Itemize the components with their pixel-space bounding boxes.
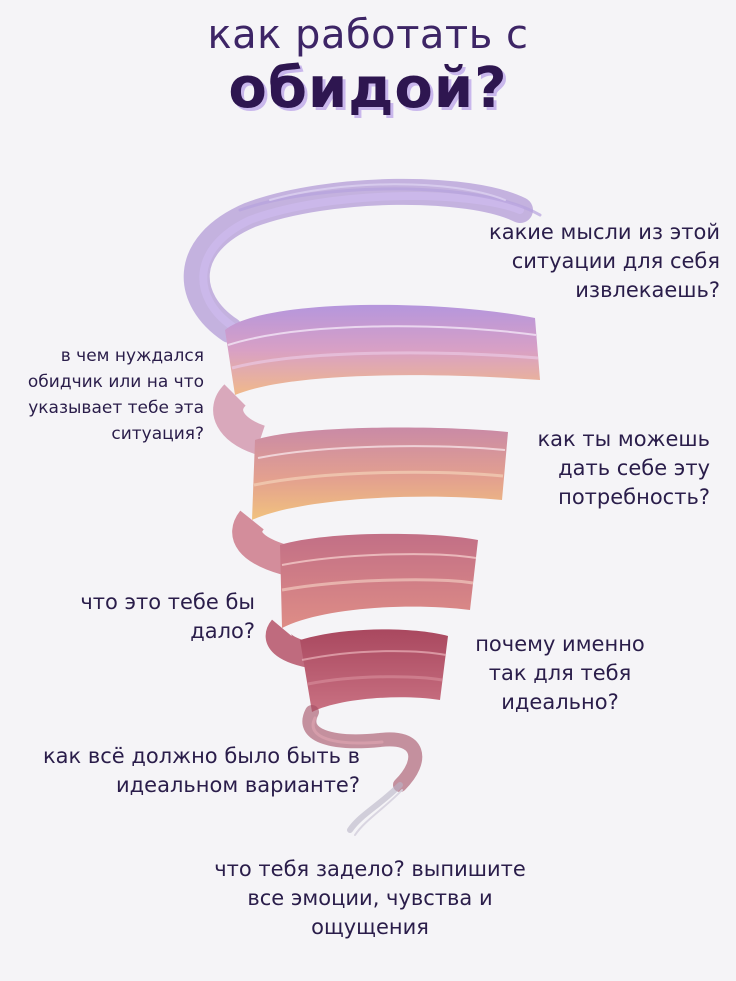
question-what-would-it-give: что это тебе бы дало? [80, 590, 255, 643]
spiral-tail [302, 705, 423, 836]
question-offender-need: в чем нуждался обидчик или на что указыв… [27, 346, 204, 444]
spiral-band-5 [300, 629, 448, 712]
page-title-line2: обидой? [228, 56, 508, 121]
spiral-band-2 [213, 304, 540, 455]
question-what-hurt: что тебя задело? выпишите все эмоции, чу… [214, 857, 526, 939]
spiral-loop-top [183, 178, 542, 343]
question-why-ideal: почему именно так для тебя идеально? [475, 632, 645, 714]
question-give-yourself: как ты можешь дать себе эту потребность? [537, 427, 710, 509]
question-ideal-variant: как всё должно было быть в идеальном вар… [42, 744, 360, 797]
page-title-line1: как работать с [207, 12, 529, 58]
spiral-band-3 [232, 427, 508, 575]
question-thoughts: какие мысли из этой ситуации для себя из… [489, 220, 720, 302]
